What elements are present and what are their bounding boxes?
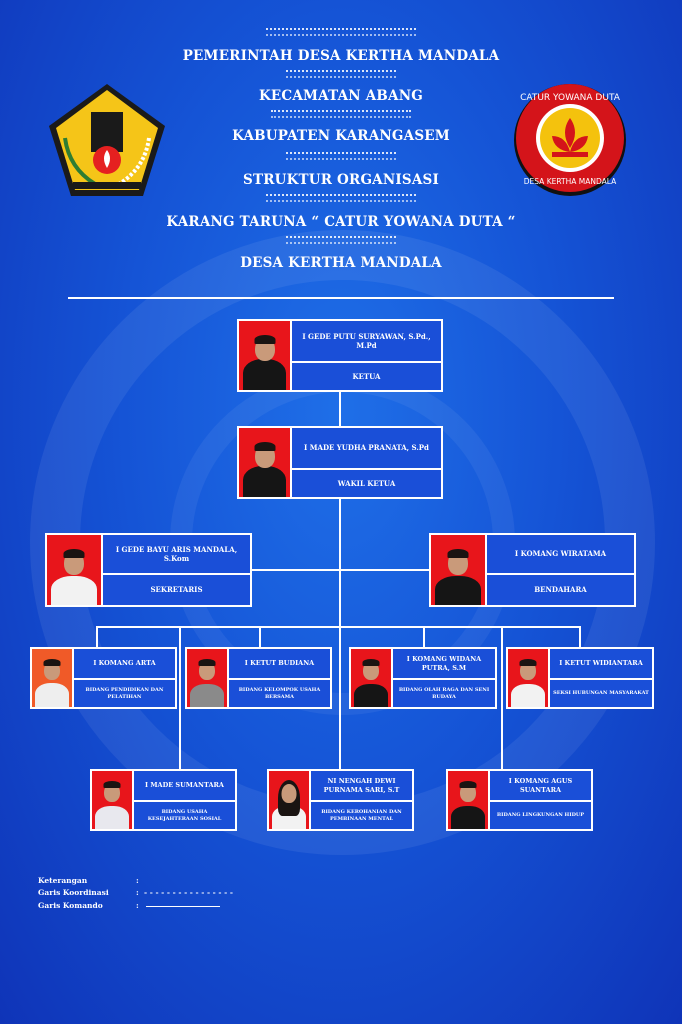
member-name: I KOMANG WIRATAMA [487, 535, 634, 575]
drop-line [179, 626, 181, 769]
balinese-script-line [271, 110, 411, 118]
member-role: BIDANG USAHA KESEJAHTERAAN SOSIAL [147, 808, 222, 822]
legend-coordination-label: Garis Koordinasi [38, 888, 109, 897]
member-photo [269, 771, 311, 829]
member-photo [32, 649, 74, 707]
logo-bottom-text: DESA KERTHA MANDALA [524, 177, 617, 186]
legend-colon: : [136, 901, 139, 910]
member-name: I KOMANG WIDANA PUTRA, S.M [393, 649, 495, 680]
member-photo [239, 428, 292, 497]
drop-line [259, 626, 261, 647]
legend-colon: : [136, 888, 139, 897]
member-name: I MADE SUMANTARA [134, 771, 235, 802]
member-role: SEKSI HUBUNGAN MASYARAKAT [553, 690, 649, 697]
legend-coordination-row: Garis Koordinasi: - - - - - - - - - - - -… [38, 888, 233, 897]
legend-command-row: Garis Komando: [38, 901, 220, 910]
member-photo [187, 649, 229, 707]
member-box-division: NI NENGAH DEWI PURNAMA SARI, S.T BIDANG K… [267, 769, 414, 831]
header-line-3: KABUPATEN KARANGASEM [232, 128, 450, 144]
member-role: BIDANG KEROHANIAN DAN PEMBINAAN MENTAL [321, 808, 402, 822]
member-role: SEKRETARIS [150, 585, 203, 595]
member-role: KETUA [352, 371, 381, 381]
balinese-script-line [286, 70, 396, 78]
member-name: I GEDE PUTU SURYAWAN, S.Pd., M.Pd [292, 321, 441, 363]
member-photo [448, 771, 490, 829]
member-photo [47, 535, 103, 605]
header-line-4: STRUKTUR ORGANISASI [243, 172, 439, 188]
member-role: BENDAHARA [534, 585, 587, 595]
drop-line [96, 626, 98, 647]
member-photo [351, 649, 393, 707]
drop-line [579, 626, 581, 647]
member-box-bendahara: I KOMANG WIRATAMA BENDAHARA [429, 533, 636, 607]
karang-taruna-logo: CATUR YOWANA DUTA DESA KERTHA MANDALA [514, 84, 626, 196]
member-box-division: I KOMANG AGUS SUANTARA BIDANG LINGKUNGAN … [446, 769, 593, 831]
member-box-division: I KETUT BUDIANA BIDANG KELOMPOK USAHA BER… [185, 647, 332, 709]
member-photo [431, 535, 487, 605]
balinese-script-line [266, 28, 416, 36]
member-box-division: I MADE SUMANTARA BIDANG USAHA KESEJAHTERA… [90, 769, 237, 831]
drop-line [423, 626, 425, 647]
regency-emblem-logo [49, 84, 165, 196]
member-name: I KETUT BUDIANA [229, 649, 330, 680]
command-line-main [339, 391, 341, 831]
header-line-2: KECAMATAN ABANG [259, 88, 423, 104]
balinese-script-line [286, 236, 396, 244]
member-photo [92, 771, 134, 829]
legend-colon: : [136, 876, 139, 885]
member-photo [508, 649, 550, 707]
member-box-division: I KETUT WIDIANTARA SEKSI HUBUNGAN MASYARA… [506, 647, 654, 709]
drop-line [501, 626, 503, 769]
member-photo [239, 321, 292, 390]
command-line-secretary-treasurer [251, 569, 429, 571]
command-line-sample [146, 906, 220, 907]
member-role: BIDANG KELOMPOK USAHA BERSAMA [238, 686, 321, 700]
header-line-1: PEMERINTAH DESA KERTHA MANDALA [182, 48, 500, 64]
logo-top-text: CATUR YOWANA DUTA [520, 93, 621, 103]
legend-title-row: Keterangan: [38, 876, 139, 885]
header-divider [68, 297, 614, 299]
member-box-division: I KOMANG ARTA BIDANG PENDIDIKAN DAN PELAT… [30, 647, 177, 709]
legend-command-label: Garis Komando [38, 901, 103, 910]
member-role: BIDANG LINGKUNGAN HIDUP [496, 812, 585, 819]
member-name: I GEDE BAYU ARIS MANDALA, S.Kom [103, 535, 250, 575]
member-role: BIDANG OLAH RAGA DAN SENI BUDAYA [398, 686, 490, 700]
member-name: I MADE YUDHA PRANATA, S.Pd [292, 428, 441, 470]
command-line-divisions [96, 626, 581, 628]
header-line-6: DESA KERTHA MANDALA [240, 255, 442, 271]
balinese-script-line [266, 194, 416, 202]
coordination-line-sample: - - - - - - - - - - - - - - - - [144, 888, 233, 897]
member-name: NI NENGAH DEWI PURNAMA SARI, S.T [311, 771, 412, 802]
member-role: WAKIL KETUA [337, 478, 396, 488]
member-role: BIDANG PENDIDIKAN DAN PELATIHAN [85, 686, 164, 700]
member-name: I KOMANG ARTA [74, 649, 175, 680]
header-line-5: KARANG TARUNA “ CATUR YOWANA DUTA “ [166, 214, 516, 230]
member-name: I KOMANG AGUS SUANTARA [490, 771, 591, 802]
legend-title: Keterangan [38, 876, 88, 885]
member-name: I KETUT WIDIANTARA [550, 649, 652, 680]
balinese-script-line [286, 152, 396, 160]
member-box-division: I KOMANG WIDANA PUTRA, S.M BIDANG OLAH RA… [349, 647, 497, 709]
